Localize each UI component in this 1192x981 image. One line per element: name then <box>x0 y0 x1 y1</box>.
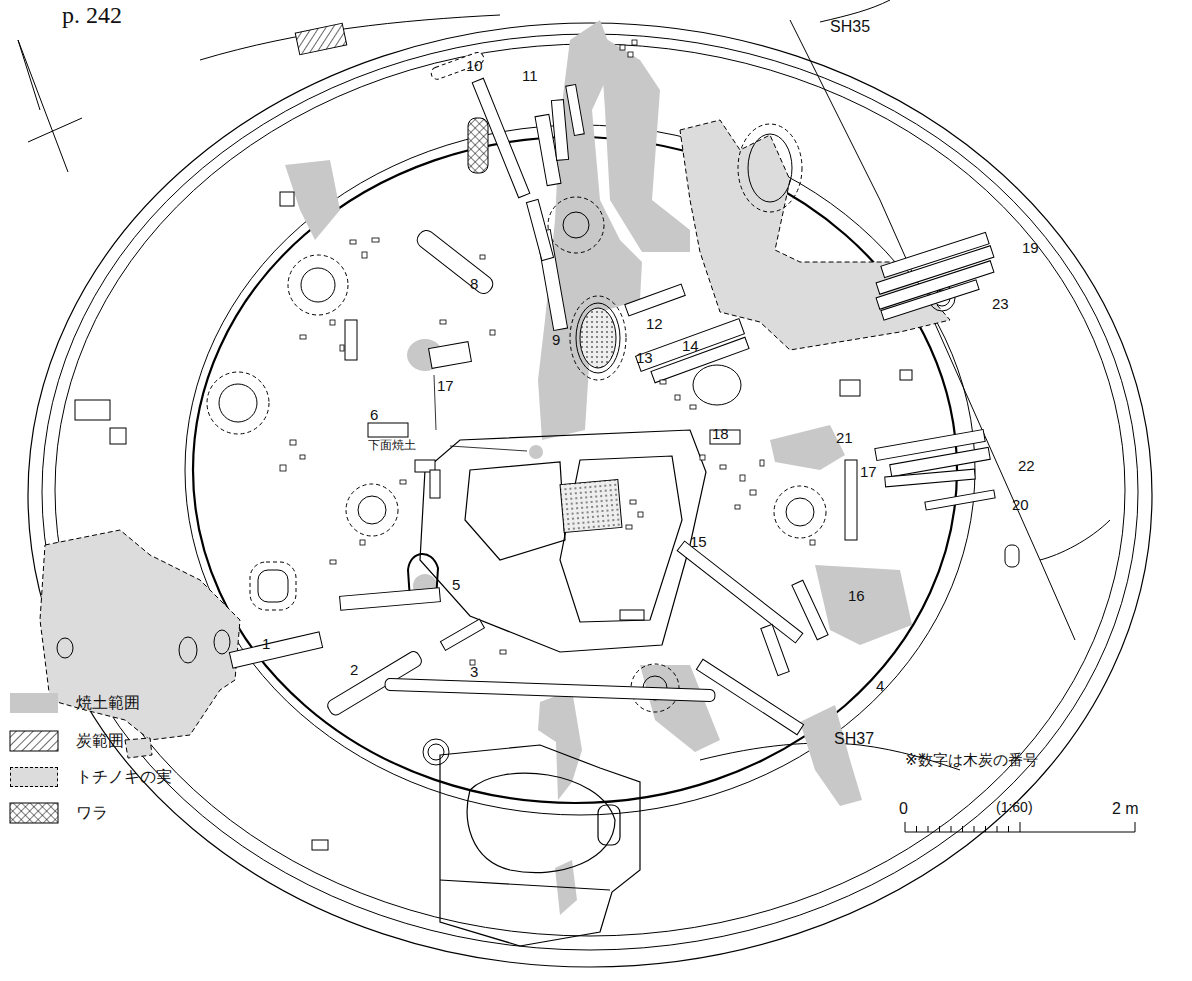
callout-number: 12 <box>646 316 663 333</box>
callout-number: 17 <box>437 378 454 395</box>
callout-number: 15 <box>690 534 707 551</box>
callout-number: 22 <box>1018 458 1035 475</box>
legend-text: 焼土範囲 <box>76 694 140 712</box>
legend-crosshatch <box>10 803 58 823</box>
plan-label: p. 242 <box>62 2 122 28</box>
plan-label: ※数字は木炭の番号 <box>905 752 1038 769</box>
callout-number: 0 <box>899 800 908 818</box>
plan-label: 下面焼土 <box>368 439 416 452</box>
callout-number: 16 <box>848 588 865 605</box>
callout-number: 14 <box>682 338 699 355</box>
callout-number: 2 <box>350 662 358 679</box>
legend-text: 炭範囲 <box>76 732 124 750</box>
callout-number: 13 <box>636 350 653 367</box>
legend-hatch <box>10 731 58 751</box>
callout-number: 8 <box>470 276 478 293</box>
callout-number: 21 <box>836 430 853 447</box>
callout-number: 20 <box>1012 497 1029 514</box>
plan-label: (1:60) <box>996 800 1033 815</box>
callout-number: 19 <box>1022 240 1039 257</box>
callout-number: 10 <box>466 58 483 75</box>
callout-number: 17 <box>860 464 877 481</box>
callout-number: 1 <box>262 636 270 653</box>
callout-number: 6 <box>370 407 378 424</box>
callout-number: 4 <box>876 678 884 695</box>
legend-swatch <box>10 767 58 787</box>
callout-number: 5 <box>452 577 460 594</box>
legend-text: トチノキの実 <box>76 768 172 786</box>
callout-number: 9 <box>552 332 560 349</box>
legend-swatch <box>10 693 58 713</box>
callout-number: 23 <box>992 296 1009 313</box>
plan-label: SH37 <box>834 730 874 748</box>
legend-text: ワラ <box>76 804 108 822</box>
callout-number: 3 <box>470 664 478 681</box>
callout-number: 11 <box>522 68 538 85</box>
plan-label: SH35 <box>830 18 870 36</box>
callout-number: 18 <box>712 426 729 443</box>
plan-label: 2 m <box>1112 800 1139 818</box>
